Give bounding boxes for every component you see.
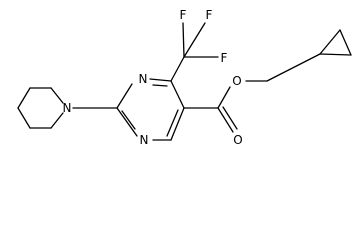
bond-n3-c4-outer — [149, 78, 172, 82]
bonds — [17, 22, 352, 141]
bond-cyclopropyl-3 — [319, 53, 352, 56]
bond-c2-n3 — [116, 83, 133, 109]
bond-carbonyl-ester-o — [217, 86, 231, 109]
chemical-structure-diagram: N N N F F F O O — [17, 8, 352, 147]
atom-ester-oxygen: O — [232, 74, 241, 88]
bond-c4-cf3 — [170, 56, 185, 82]
bond-cyclopropyl-1 — [319, 29, 341, 55]
bond-ch2-cyclopropyl — [266, 53, 321, 82]
atom-piperidine-n: N — [63, 101, 72, 115]
bond-c5-c6-inner — [166, 109, 179, 137]
bond-carbonyl-o-inner — [222, 106, 238, 130]
bond-piperidine-6 — [50, 87, 64, 104]
bond-piperidine-3 — [17, 107, 31, 129]
atom-f-top-right: F — [206, 8, 213, 22]
bond-cf3-f-top-right — [183, 22, 206, 58]
atom-f-top-left: F — [180, 8, 187, 22]
atom-labels: N N N F F F O O — [63, 8, 243, 147]
bond-c4-c5 — [170, 80, 185, 109]
atom-ring-n1: N — [140, 133, 149, 147]
atom-ring-n3: N — [139, 72, 148, 86]
bond-n1-c2-outer — [116, 107, 138, 137]
bond-carbonyl-o-outer — [217, 107, 234, 133]
bond-piperidine-2 — [17, 87, 31, 109]
bond-c5-c6-outer — [170, 107, 185, 141]
atom-f-right: F — [221, 51, 228, 65]
atom-carbonyl-oxygen: O — [233, 133, 242, 147]
bond-cf3-f-top-left — [182, 22, 185, 58]
bond-n1-c2-inner — [121, 110, 136, 130]
bond-n3-c4-inner — [152, 84, 168, 87]
bond-cyclopropyl-2 — [339, 29, 352, 56]
bond-piperidine-5 — [50, 112, 64, 129]
